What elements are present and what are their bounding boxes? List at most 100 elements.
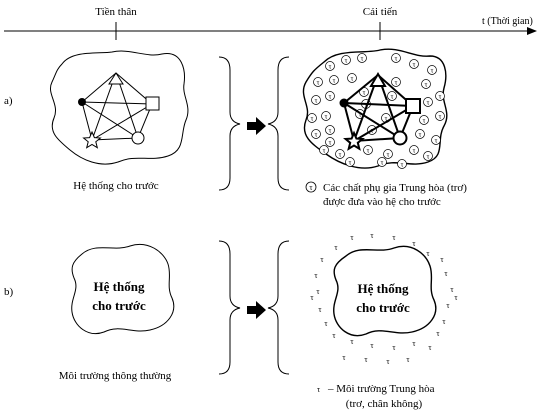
svg-text:τ: τ (439, 93, 442, 101)
svg-text:τ: τ (317, 79, 320, 87)
additive-particle: τ (313, 77, 323, 87)
svg-text:τ: τ (423, 117, 426, 125)
inert-environment-symbol: τ (406, 355, 410, 364)
arrow-a (247, 117, 266, 135)
inert-environment-symbol: τ (436, 329, 440, 338)
inert-environment-symbol: τ (426, 249, 430, 258)
svg-text:τ: τ (323, 147, 326, 155)
inert-environment-symbol: τ (370, 231, 374, 240)
system-blob-a-right (302, 48, 448, 169)
svg-text:τ: τ (381, 159, 384, 167)
additive-particle: τ (325, 61, 335, 71)
svg-text:τ: τ (425, 81, 428, 89)
additive-particle: τ (431, 135, 441, 145)
additive-particle: τ (391, 77, 401, 87)
inert-environment-symbol: τ (350, 337, 354, 346)
additive-particle: τ (409, 145, 419, 155)
additive-particle: τ (363, 145, 373, 155)
svg-text:τ: τ (329, 63, 332, 71)
additive-particle: τ (325, 91, 335, 101)
additive-particle: τ (391, 53, 401, 63)
additive-particle: τ (325, 125, 335, 135)
inert-environment-symbol: τ (332, 331, 336, 340)
legend-a: τ Các chất phụ gia Trung hòa (trơ) được … (305, 181, 467, 208)
inert-environment-symbol: τ (412, 239, 416, 248)
legend-b-line2: (trơ, chân không) (346, 398, 423, 410)
additive-particle: τ (307, 113, 317, 123)
additive-particle: τ (423, 151, 433, 161)
svg-text:τ: τ (427, 153, 430, 161)
svg-text:τ: τ (413, 61, 416, 69)
additive-particle: τ (421, 79, 431, 89)
inert-environment-symbol: τ (440, 255, 444, 264)
legend-a-symbol-ring (305, 181, 317, 193)
dot-node (78, 98, 86, 106)
bracket-a-left (218, 56, 241, 191)
additive-particle: τ (387, 91, 397, 101)
svg-text:τ: τ (387, 151, 390, 159)
legend-b-symbol: τ (317, 385, 321, 394)
inert-environment-symbol: τ (318, 305, 322, 314)
svg-text:τ: τ (359, 111, 362, 119)
row-b-left-caption: Môi trường thông thường (59, 370, 172, 382)
svg-text:τ: τ (401, 161, 404, 169)
inert-environment-symbol: τ (316, 287, 320, 296)
additive-particle: τ (419, 115, 429, 125)
additive-particle: τ (435, 111, 445, 121)
element-network-left (78, 72, 160, 149)
inert-environment-symbol: τ (386, 357, 390, 366)
svg-text:τ: τ (345, 57, 348, 65)
inert-environment-symbol: τ (392, 343, 396, 352)
svg-text:τ: τ (419, 131, 422, 139)
additive-particle: τ (347, 73, 357, 83)
bracket-b-left (218, 240, 241, 375)
inert-environment-symbol: τ (442, 317, 446, 326)
svg-text:τ: τ (431, 67, 434, 75)
label-before: Tiền thân (95, 6, 137, 18)
additive-particle: τ (383, 149, 393, 159)
additive-particle: τ (311, 95, 321, 105)
additive-particle: τ (311, 129, 321, 139)
svg-text:τ: τ (329, 127, 332, 135)
system-blob-b-left (71, 244, 175, 334)
legend-a-line2: được đưa vào hệ cho trước (323, 196, 441, 208)
inert-environment-symbol: τ (324, 319, 328, 328)
svg-text:τ: τ (439, 113, 442, 121)
inert-environment-symbol: τ (444, 269, 448, 278)
additive-particle: τ (427, 65, 437, 75)
svg-text:τ: τ (315, 97, 318, 105)
additive-particle: τ (435, 91, 445, 101)
arrow-b (247, 301, 266, 319)
svg-text:τ: τ (391, 93, 394, 101)
additive-particle: τ (397, 159, 407, 169)
inert-environment-symbol: τ (342, 353, 346, 362)
row-a-label: a) (4, 95, 13, 107)
svg-text:τ: τ (427, 99, 430, 107)
inert-environment-symbol: τ (412, 339, 416, 348)
square-node (145, 96, 160, 111)
inert-environment-symbol: τ (310, 293, 314, 302)
svg-text:τ: τ (361, 55, 364, 63)
row-b-left-system-line2: cho trước (92, 298, 146, 313)
legend-a-line1: Các chất phụ gia Trung hòa (trơ) (323, 182, 467, 194)
additive-particle: τ (335, 149, 345, 159)
additive-particle: τ (319, 145, 329, 155)
inert-environment-symbol: τ (428, 343, 432, 352)
svg-text:τ: τ (435, 137, 438, 145)
additive-particle: τ (423, 97, 433, 107)
svg-text:τ: τ (395, 79, 398, 87)
additive-particle: τ (377, 157, 387, 167)
bracket-b-right (267, 240, 290, 375)
inert-environment-symbol: τ (370, 341, 374, 350)
system-blob-b-right (333, 245, 437, 337)
additive-particle: τ (415, 129, 425, 139)
svg-text:τ: τ (333, 77, 336, 85)
additive-particles: τττττττττττττττττττττττττττττττττττττττ (307, 53, 445, 169)
axis-label: t (Thời gian) (482, 16, 533, 27)
legend-b: τ – Môi trường Trung hòa (trơ, chân khôn… (317, 383, 435, 410)
additive-particle: τ (341, 55, 351, 65)
triangle-node (108, 72, 124, 85)
inert-environment-symbol: τ (334, 243, 338, 252)
